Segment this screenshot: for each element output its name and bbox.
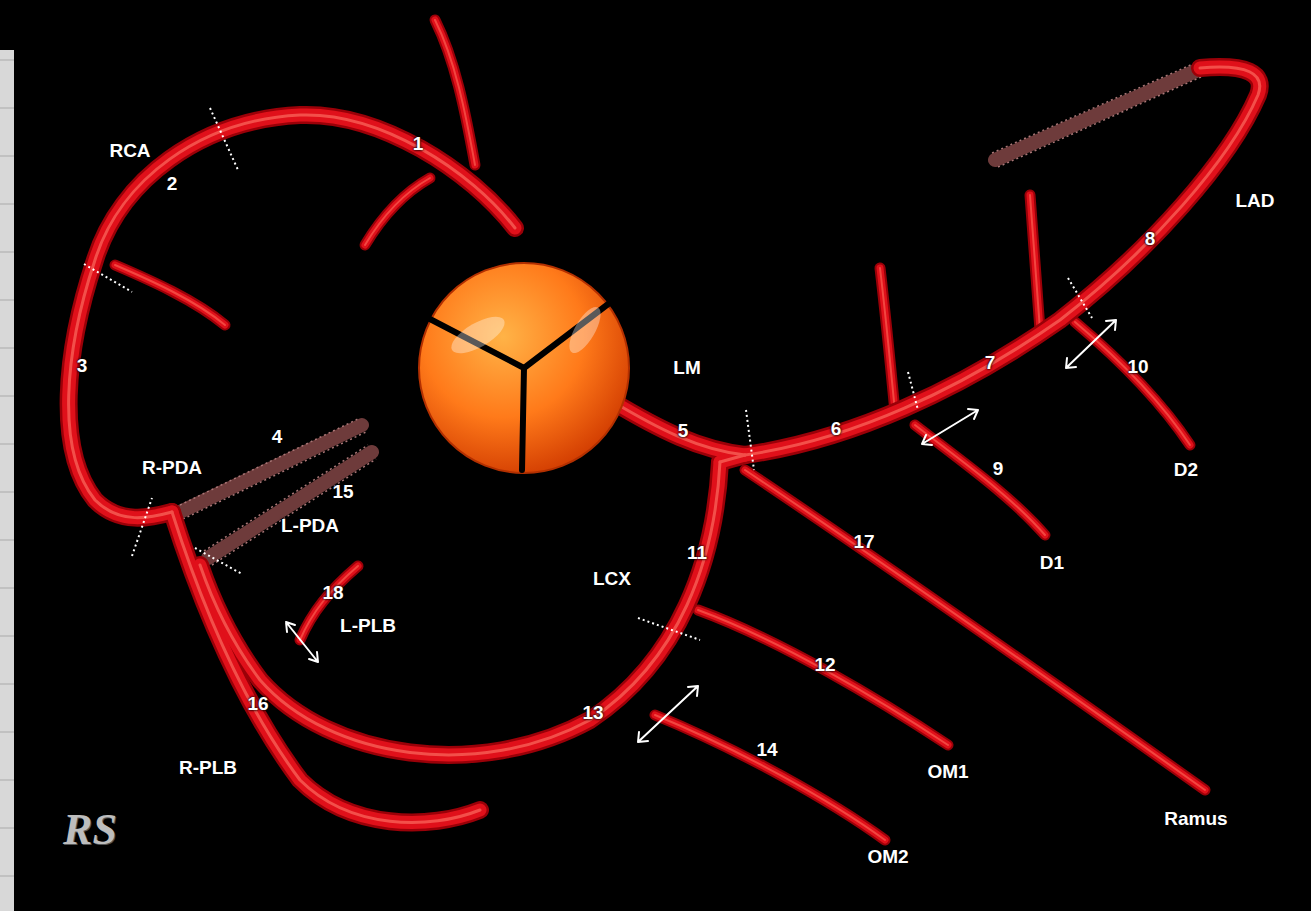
callout-number: 11 xyxy=(687,543,707,562)
callout-number: 6 xyxy=(831,419,842,438)
callout-number: 1 xyxy=(413,134,424,153)
vessel-label: L-PDA xyxy=(281,516,339,535)
callout-number: 10 xyxy=(1127,357,1148,376)
callout-number: 14 xyxy=(756,740,777,759)
callout-number: 8 xyxy=(1145,229,1156,248)
callout-number: 17 xyxy=(853,532,874,551)
callout-number: 16 xyxy=(247,694,268,713)
callout-number: 15 xyxy=(332,482,353,501)
vessel-label: LCX xyxy=(593,569,631,588)
vessel-label: D2 xyxy=(1174,460,1198,479)
vessel-label: OM1 xyxy=(927,762,968,781)
vessel-label: R-PLB xyxy=(179,758,237,777)
callout-number: 12 xyxy=(814,655,835,674)
vessel-label: LM xyxy=(673,358,700,377)
vessel-label: OM2 xyxy=(867,847,908,866)
vessel-label: RCA xyxy=(109,141,150,160)
vessel-label: D1 xyxy=(1040,553,1064,572)
callout-number: 18 xyxy=(322,583,343,602)
callout-number: 3 xyxy=(77,356,88,375)
callout-number: 5 xyxy=(678,421,689,440)
callout-number: 2 xyxy=(167,174,178,193)
vessel-label: R-PDA xyxy=(142,458,202,477)
callout-number: 7 xyxy=(985,353,996,372)
callout-number: 9 xyxy=(993,459,1004,478)
callout-number: 13 xyxy=(582,703,603,722)
vessel-label: Ramus xyxy=(1164,809,1227,828)
callout-number: 4 xyxy=(272,427,283,446)
vessel-label: LAD xyxy=(1235,191,1274,210)
vessel-label: L-PLB xyxy=(340,616,396,635)
watermark: RS xyxy=(63,808,117,852)
